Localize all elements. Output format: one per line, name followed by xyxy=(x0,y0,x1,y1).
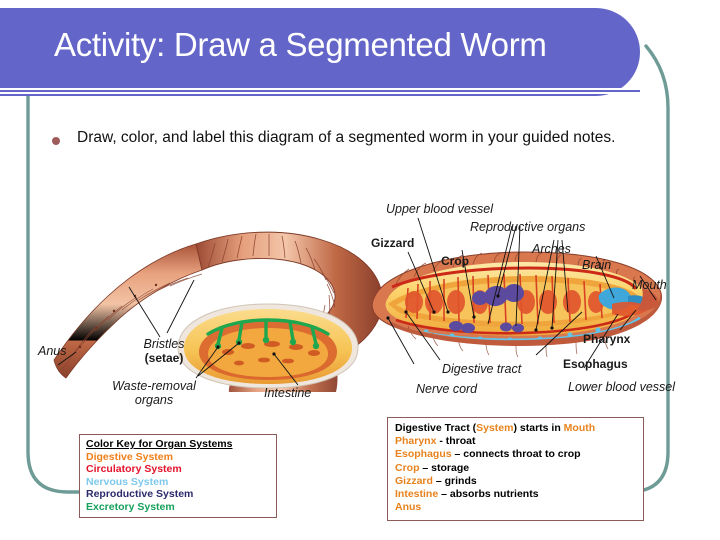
label-reproductive-organs: Reproductive organs xyxy=(470,220,586,234)
label-gizzard: Gizzard xyxy=(371,236,415,250)
excretory-organs xyxy=(206,318,330,346)
color-key-item: Nervous System xyxy=(86,475,169,488)
organ-term: Mouth xyxy=(563,422,596,434)
label-leader-lines xyxy=(57,217,657,386)
color-key-box: Color Key for Organ Systems Digestive Sy… xyxy=(79,434,277,518)
digestive-tract-line: Crop – storage xyxy=(395,462,643,475)
bullet-dot-icon xyxy=(52,137,60,145)
label-intestine: Intestine xyxy=(264,386,312,400)
organ-term: Pharynx xyxy=(395,435,437,448)
label-anus: Anus xyxy=(38,344,67,358)
digestive-tract-line-list: Digestive Tract (System) starts in Mouth… xyxy=(395,422,643,514)
label-brain: Brain xyxy=(582,258,612,272)
organ-description: – grinds xyxy=(432,474,477,487)
mouth-shape xyxy=(636,288,659,311)
organ-term: Crop xyxy=(395,461,420,474)
label-nerve-cord: Nerve cord xyxy=(416,382,478,396)
color-key-item: Digestive System xyxy=(86,451,173,463)
digestive-tract-line: Esophagus – connects throat to crop xyxy=(395,448,643,461)
label-bristles: Bristles xyxy=(143,337,185,351)
label-crop: Crop xyxy=(441,254,469,268)
reproductive-organs-shapes xyxy=(449,284,524,333)
bullet-block: Draw, color, and label this diagram of a… xyxy=(48,128,688,148)
digestive-tract-line: Anus xyxy=(395,501,643,514)
label-bristles-setae: (setae) xyxy=(144,351,184,365)
organ-term: Intestine xyxy=(395,488,439,501)
organ-description: – absorbs nutrients xyxy=(438,488,539,501)
digestive-tract-line: Digestive Tract (System) starts in Mouth xyxy=(395,422,643,435)
page-title: Activity: Draw a Segmented Worm xyxy=(54,26,547,63)
lower-blood-vessel-line xyxy=(395,310,635,335)
organ-term: System xyxy=(476,422,514,434)
label-waste-removal-organs: Waste-removal xyxy=(112,379,196,393)
label-upper-blood-vessel: Upper blood vessel xyxy=(386,202,494,216)
color-key-item: Circulatory System xyxy=(86,463,182,476)
worm-illustration xyxy=(53,217,663,392)
label-lower-blood-vessel: Lower blood vessel xyxy=(568,380,676,394)
organ-description: ) starts in xyxy=(513,422,564,434)
organ-term: Esophagus xyxy=(395,448,452,461)
color-key-heading: Color Key for Organ Systems xyxy=(86,438,233,450)
title-banner xyxy=(0,8,640,96)
organ-term: Gizzard xyxy=(395,474,433,487)
label-arches: Arches xyxy=(532,242,571,256)
digestive-tract-box: Digestive Tract (System) starts in Mouth… xyxy=(387,417,644,521)
label-esophagus: Esophagus xyxy=(563,357,628,371)
color-key-item: Reproductive System xyxy=(86,488,194,501)
organ-description: Digestive Tract ( xyxy=(395,422,477,434)
bullet-text: Draw, color, and label this diagram of a… xyxy=(77,129,616,146)
worm-cross-section xyxy=(177,303,359,389)
color-key-item: Excretory System xyxy=(86,500,175,513)
label-mouth: Mouth xyxy=(632,278,667,292)
label-pharynx: Pharynx xyxy=(583,332,631,346)
digestive-tract-line: Gizzard – grinds xyxy=(395,475,643,488)
label-digestive-tract: Digestive tract xyxy=(442,362,522,376)
organ-description: – connects throat to crop xyxy=(451,448,581,461)
title-underline-rule xyxy=(0,88,640,94)
digestive-tract-line: Intestine – absorbs nutrients xyxy=(395,488,643,501)
organ-description: – storage xyxy=(419,461,470,474)
label-waste-removal-organs-line2: organs xyxy=(134,393,174,407)
digestive-tract-line: Pharynx - throat xyxy=(395,435,643,448)
organ-description: - throat xyxy=(436,435,476,448)
label-leader-dots xyxy=(216,294,554,356)
organ-term: Anus xyxy=(395,501,422,514)
worm-diagram: Anus Bristles (setae) Waste-removal orga… xyxy=(36,192,696,417)
upper-blood-vessel-line xyxy=(391,266,638,290)
